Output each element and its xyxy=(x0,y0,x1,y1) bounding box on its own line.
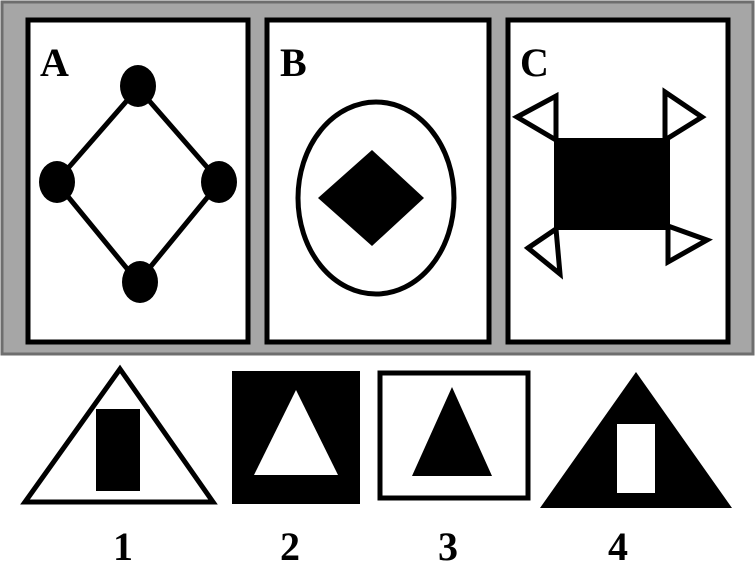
option-1-rectangle xyxy=(96,409,140,491)
panel-a-dot-bottom xyxy=(122,261,158,303)
panel-a-label: A xyxy=(40,40,69,85)
option-4-label: 4 xyxy=(608,524,628,567)
option-3-triangle xyxy=(412,387,492,476)
option-1-label: 1 xyxy=(113,524,133,567)
option-2[interactable]: 2 xyxy=(232,371,360,567)
option-3[interactable]: 3 xyxy=(377,370,531,567)
option-1[interactable]: 1 xyxy=(20,364,218,567)
panel-c-label: C xyxy=(520,40,549,85)
option-4[interactable]: 4 xyxy=(540,372,732,567)
panel-b-ellipse xyxy=(295,99,457,297)
option-2-label: 2 xyxy=(280,524,300,567)
panel-b-diamond xyxy=(318,150,424,246)
panel-b: B xyxy=(264,17,492,345)
panel-a-dot-top xyxy=(120,65,156,107)
panel-c-triangle-bottom-left xyxy=(523,224,564,280)
option-3-label: 3 xyxy=(438,524,458,567)
panel-c-triangle-bottom-right xyxy=(665,222,713,267)
panel-a-dot-left xyxy=(39,161,75,203)
panel-a-dot-right xyxy=(201,161,237,203)
panel-c-triangle-top-left xyxy=(511,91,559,145)
option-2-triangle xyxy=(254,390,338,475)
panel-c-square xyxy=(554,138,670,230)
panel-a: A xyxy=(25,17,251,345)
panel-c: C xyxy=(505,17,731,345)
panel-c-triangle-top-right xyxy=(662,87,707,145)
option-4-rectangle xyxy=(617,424,655,493)
panel-b-label: B xyxy=(280,40,307,85)
